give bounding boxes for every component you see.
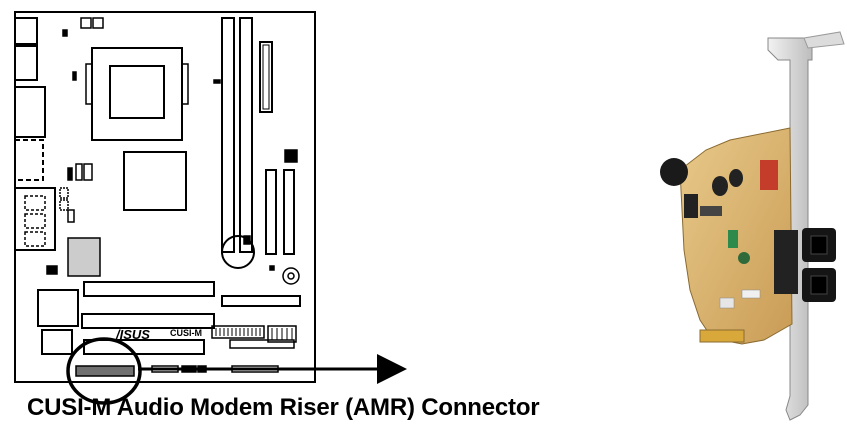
- pci-slot-2: [81, 313, 215, 329]
- parallel-port: [14, 139, 44, 181]
- slot-vertical-2: [283, 169, 295, 255]
- agp-slot: [221, 295, 301, 307]
- ps2-port: [14, 17, 38, 45]
- board-model-label: CUSI-M: [170, 328, 202, 338]
- amr-connector: [75, 365, 135, 377]
- relay-component: [760, 160, 778, 190]
- buzzer: [282, 267, 300, 285]
- motherboard: [14, 11, 316, 383]
- dimm-slot-2: [239, 17, 253, 253]
- io-chip: [67, 237, 101, 277]
- power-connector: [37, 289, 79, 327]
- dimm-slot-1: [221, 17, 235, 253]
- cpu-socket: [91, 47, 183, 141]
- amr-modem-card: [660, 31, 845, 421]
- slot-vertical-1: [265, 169, 277, 255]
- vga-port: [14, 187, 56, 251]
- amr-highlight-circle: [66, 337, 142, 405]
- board-brand-logo: /ISUS: [115, 327, 150, 342]
- card-buzzer: [660, 158, 688, 186]
- usb-port: [14, 45, 38, 81]
- battery: [221, 235, 255, 269]
- pci-slot-1: [83, 281, 215, 297]
- chipset: [123, 151, 187, 211]
- ide-connector: [259, 41, 273, 113]
- serial-port: [14, 86, 46, 138]
- figure-caption: CUSI-M Audio Modem Riser (AMR) Connector: [27, 394, 540, 421]
